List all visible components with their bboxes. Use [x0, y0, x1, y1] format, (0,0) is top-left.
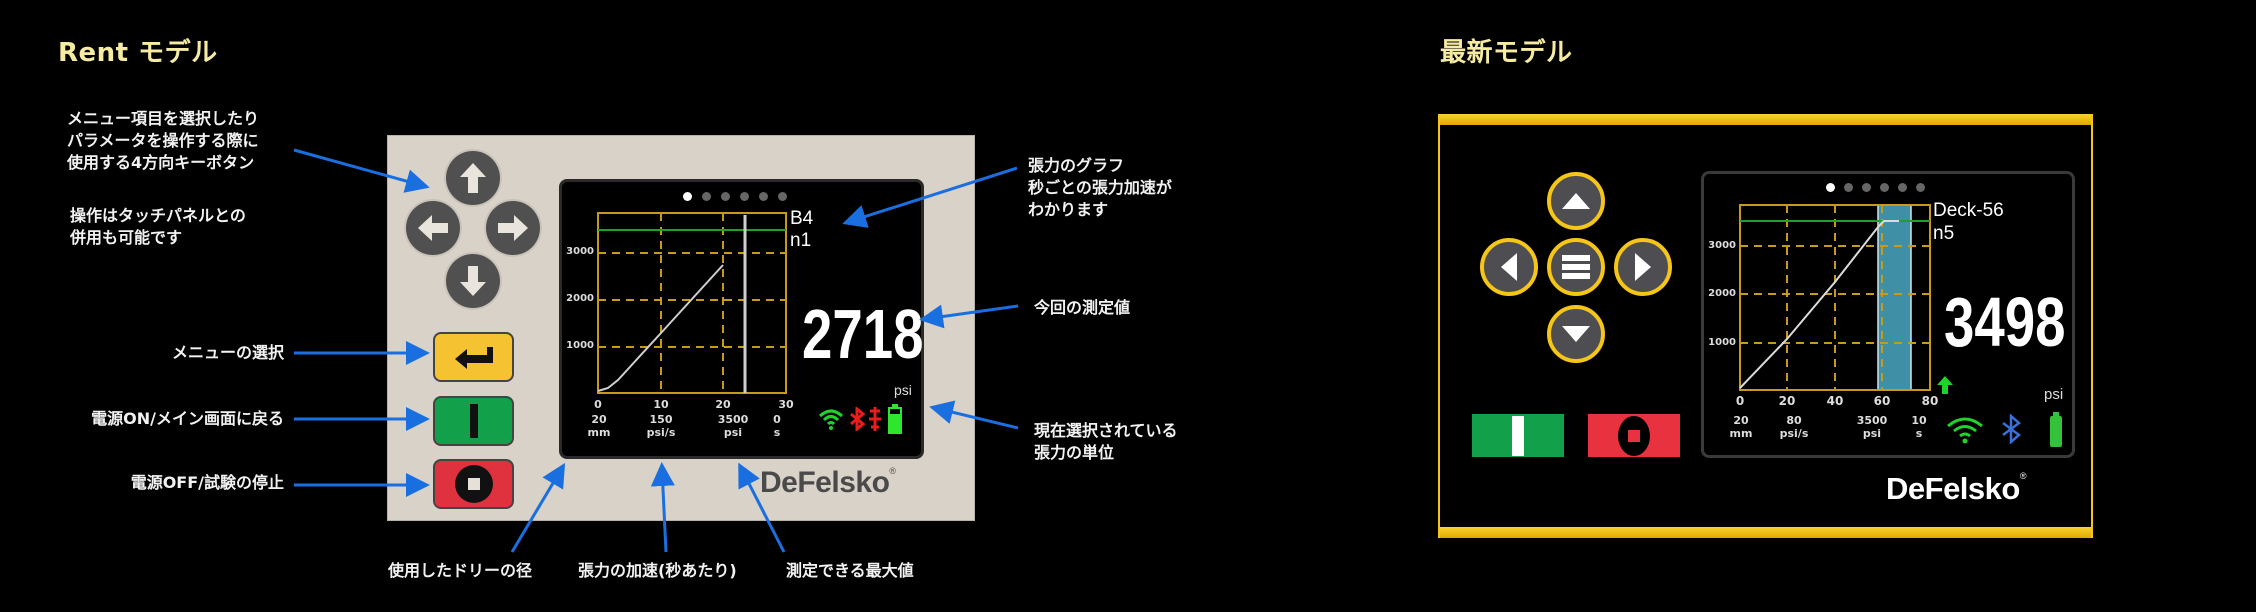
- triangle-down-icon: [1562, 326, 1590, 342]
- batch-name: Deck-56: [1933, 200, 2004, 221]
- page-indicator[interactable]: [1826, 183, 1925, 192]
- page-indicator[interactable]: [683, 192, 787, 201]
- left-button[interactable]: [1480, 238, 1538, 296]
- triangle-up-icon: [1562, 193, 1590, 209]
- down-button[interactable]: [1547, 305, 1605, 363]
- x-tick-0: 0: [594, 398, 602, 411]
- wifi-icon: [818, 409, 844, 430]
- y-tick-2000: 2000: [1708, 288, 1736, 299]
- right-button[interactable]: [1614, 238, 1672, 296]
- dolly-annotation: 使用したドリーの径: [388, 561, 533, 580]
- y-tick-1000: 1000: [566, 340, 594, 351]
- x-tick-20: 20: [715, 398, 731, 411]
- hold-band: [1877, 204, 1912, 391]
- pressure-graph: [1739, 204, 1931, 391]
- reading-number: n5: [1933, 223, 1955, 244]
- power-on-button[interactable]: [433, 396, 514, 446]
- y-tick-2000: 2000: [566, 293, 594, 304]
- power-off-button[interactable]: [1588, 414, 1680, 457]
- power-on-button[interactable]: [1472, 414, 1564, 457]
- reading-value: 2718: [802, 295, 924, 373]
- triangle-right-icon: [1635, 253, 1651, 281]
- unit-annotation: 現在選択されている 張力の単位: [1034, 421, 1178, 462]
- right-button[interactable]: [486, 201, 540, 255]
- arrow-right-icon: [498, 215, 528, 241]
- x-tick-30: 30: [778, 398, 794, 411]
- triangle-left-icon: [1501, 253, 1517, 281]
- menu-button[interactable]: [1547, 238, 1605, 296]
- power-off-button[interactable]: [433, 459, 514, 509]
- battery-icon: [2050, 412, 2062, 447]
- x-tick-10: 10: [653, 398, 669, 411]
- left-button[interactable]: [406, 201, 460, 255]
- enter-icon: [454, 347, 493, 369]
- wifi-icon: [1947, 417, 1983, 444]
- power-on-annotation: 電源ON/メイン画面に戻る: [91, 409, 284, 428]
- bottom-accent-bar: [1440, 527, 2091, 538]
- arrow-left-icon: [418, 215, 448, 241]
- power-off-annotation: 電源OFF/試験の停止: [130, 473, 284, 492]
- graph-annotation: 張力のグラフ 秒ごとの張力加速が わかります: [1028, 156, 1172, 219]
- arrow-up-icon: [460, 163, 486, 193]
- pressure-graph: [597, 212, 787, 394]
- reading-annotation: 今回の測定値: [1034, 298, 1131, 317]
- power-on-icon: [469, 404, 478, 438]
- enter-button[interactable]: [433, 332, 514, 382]
- power-on-icon: [1512, 415, 1524, 456]
- top-accent-bar: [1440, 114, 2091, 125]
- rent-model-title: Rent モデル: [58, 38, 218, 68]
- x-tick-80: 80: [1921, 394, 1939, 408]
- arrow-down-icon: [460, 266, 486, 296]
- y-tick-3000: 3000: [1708, 240, 1736, 251]
- reading-value: 3498: [1944, 283, 2066, 361]
- stop-icon: [454, 465, 493, 503]
- latest-model-title: 最新モデル: [1440, 38, 1573, 68]
- stop-icon: [1618, 415, 1650, 456]
- x-tick-20: 20: [1778, 394, 1796, 408]
- battery-icon: [888, 404, 902, 434]
- x-tick-40: 40: [1826, 394, 1844, 408]
- up-button[interactable]: [446, 151, 500, 205]
- x-tick-0: 0: [1735, 394, 1745, 408]
- y-tick-3000: 3000: [566, 246, 594, 257]
- enter-annotation: メニューの選択: [171, 343, 284, 362]
- unit-label: psi: [2044, 386, 2064, 403]
- menu-icon: [1562, 255, 1590, 279]
- defelsko-logo: DeFelsko®: [1886, 471, 2026, 506]
- defelsko-logo: DeFelsko®: [760, 466, 896, 499]
- batch-name: B4: [790, 208, 814, 229]
- dpad-annotation: メニュー項目を選択したり パラメータを操作する際に 使用する4方向キーボタン: [67, 109, 260, 172]
- bluetooth-icon: [850, 407, 866, 431]
- up-button[interactable]: [1547, 172, 1605, 230]
- down-button[interactable]: [446, 254, 500, 308]
- rate-annotation: 張力の加速(秒あたり): [578, 561, 737, 580]
- x-tick-60: 60: [1873, 394, 1891, 408]
- unit-label: psi: [894, 382, 912, 398]
- trend-up-icon: [1937, 376, 1953, 394]
- bluetooth-icon: [2002, 414, 2021, 444]
- touch-annotation: 操作はタッチパネルとの 併用も可能です: [70, 206, 246, 247]
- reading-number: n1: [790, 230, 812, 251]
- y-tick-1000: 1000: [1708, 337, 1736, 348]
- max-annotation: 測定できる最大値: [786, 561, 914, 580]
- usb-icon: [869, 407, 881, 431]
